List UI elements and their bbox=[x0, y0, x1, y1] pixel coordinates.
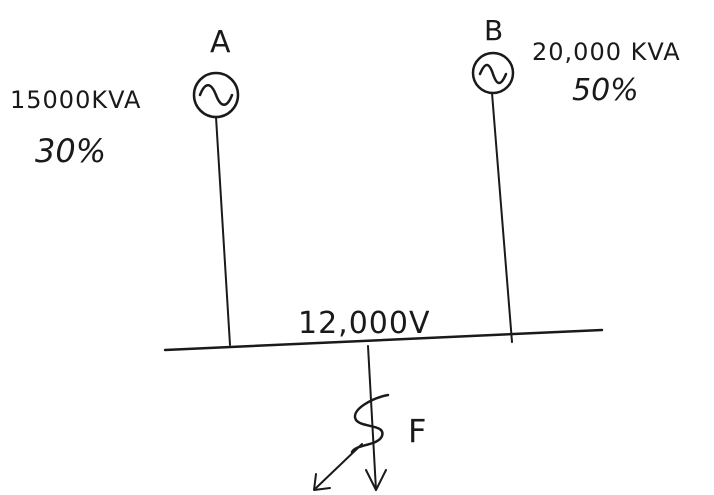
generator-a-reactance: 30% bbox=[35, 132, 106, 170]
bus: 12,000V bbox=[163, 306, 604, 352]
fault-arrow-diagonal bbox=[313, 473, 331, 491]
fault-arrow-down bbox=[365, 469, 387, 491]
fault: F bbox=[313, 345, 426, 491]
generator-a: A 15000KVA 30% bbox=[10, 25, 240, 346]
generator-a-rating: 15000KVA bbox=[10, 86, 141, 114]
bus-bar bbox=[163, 328, 604, 352]
generator-a-lead bbox=[215, 116, 231, 346]
generator-b-label: B bbox=[484, 14, 503, 47]
generator-b-rating: 20,000 KVA bbox=[532, 38, 681, 66]
generator-b: B 20,000 KVA 50% bbox=[471, 14, 681, 343]
bus-voltage: 12,000V bbox=[298, 306, 431, 341]
generator-b-reactance: 50% bbox=[572, 73, 639, 108]
fault-feeder-line bbox=[367, 345, 377, 491]
fault-label: F bbox=[408, 412, 426, 450]
fault-discharge-line bbox=[315, 443, 363, 489]
lightning-fault-icon bbox=[350, 393, 390, 454]
ac-sine-icon bbox=[198, 84, 234, 106]
generator-b-lead bbox=[491, 92, 513, 343]
ac-sine-icon bbox=[478, 63, 508, 85]
generator-a-label: A bbox=[210, 25, 231, 60]
